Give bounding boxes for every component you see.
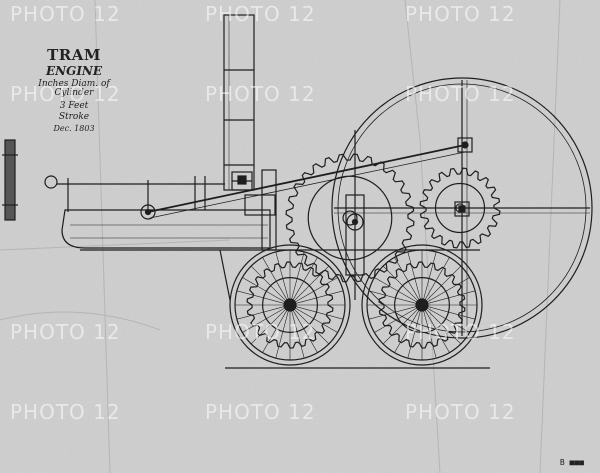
crosshead	[140, 144, 466, 220]
watermark: PHOTO 12	[405, 320, 516, 344]
title-line-1: TRAM	[47, 46, 101, 64]
corner-code: B ■■■	[559, 458, 584, 467]
watermark: PHOTO 12	[405, 400, 516, 424]
title-line-5: Stroke	[58, 112, 90, 122]
watermark: PHOTO 12	[205, 400, 316, 424]
watermark: PHOTO 12	[205, 2, 316, 26]
watermark: PHOTO 12	[10, 2, 121, 26]
cylinder-block	[231, 171, 253, 191]
watermark: PHOTO 12	[205, 82, 316, 106]
title-line-3: Inches Diam. of Cylinder	[38, 79, 110, 98]
title-line-6: Dec. 1803	[53, 124, 95, 133]
watermark: PHOTO 12	[10, 82, 121, 106]
engine-linework	[2, 14, 593, 369]
watermark: PHOTO 12	[405, 82, 516, 106]
watermark: PHOTO 12	[205, 320, 316, 344]
watermark: PHOTO 12	[10, 320, 121, 344]
watermark: PHOTO 12	[10, 400, 121, 424]
title-block: TRAM ENGINE Inches Diam. of Cylinder 3 F…	[18, 48, 130, 133]
watermark: PHOTO 12	[405, 2, 516, 26]
chassis	[80, 249, 480, 301]
control-rods	[44, 175, 225, 212]
paper-creases	[0, 0, 561, 473]
title-line-2: ENGINE	[45, 64, 103, 78]
right-wheel	[361, 244, 483, 366]
title-line-4: 3 Feet	[59, 101, 89, 111]
centre-frame	[345, 130, 365, 300]
wheels	[229, 244, 483, 366]
crank	[454, 137, 473, 217]
side-bracket	[2, 139, 18, 221]
